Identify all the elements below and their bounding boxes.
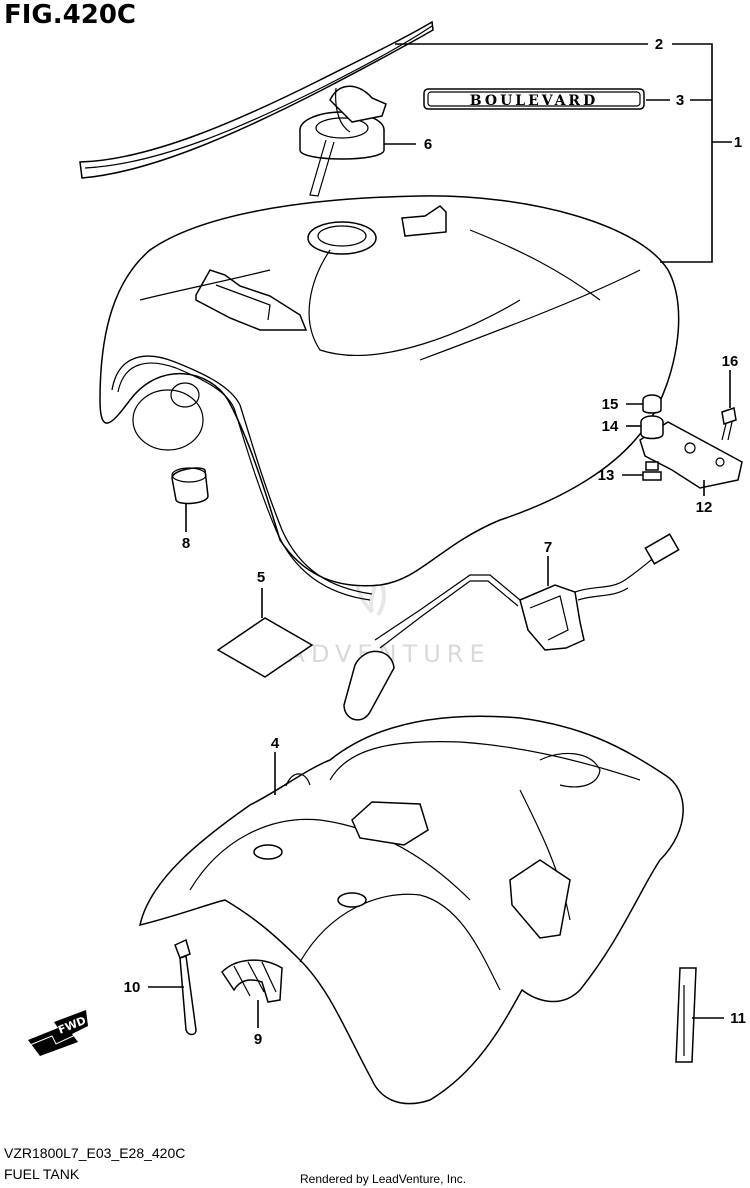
render-credit: Rendered by LeadVenture, Inc. — [300, 1172, 467, 1186]
callout-2: 2 — [655, 36, 663, 53]
callout-8: 8 — [182, 535, 190, 552]
fwd-direction-arrow: FWD — [28, 1010, 88, 1056]
tank-grommet — [171, 467, 209, 505]
callout-9: 9 — [254, 1031, 262, 1048]
callout-15: 15 — [602, 396, 619, 413]
emblem-text: BOULEVARD — [470, 93, 598, 109]
figure-code: VZR1800L7_E03_E28_420C — [4, 1145, 186, 1161]
callout-10: 10 — [124, 979, 141, 996]
figure-title: FIG.420C — [4, 0, 137, 30]
callout-3: 3 — [676, 92, 684, 109]
bolt-13 — [642, 461, 662, 481]
callout-6: 6 — [424, 136, 432, 153]
callout-14: 14 — [602, 418, 619, 435]
figure-name: FUEL TANK — [4, 1166, 80, 1182]
callout-7: 7 — [544, 539, 552, 556]
fuel-level-gauge — [343, 533, 680, 721]
callout-11: 11 — [730, 1010, 746, 1027]
warning-label — [216, 617, 314, 678]
watermark-logo — [355, 559, 386, 617]
callout-12: 12 — [696, 499, 713, 516]
fuel-cap — [299, 85, 387, 197]
cushion-14 — [640, 415, 664, 440]
callout-5: 5 — [257, 569, 265, 586]
leader-lines — [148, 43, 732, 1028]
tank-mount-bracket — [639, 421, 743, 489]
callout-1: 1 — [734, 134, 742, 151]
fuel-tank — [99, 195, 680, 601]
callout-4: 4 — [271, 735, 280, 752]
tank-cover — [139, 715, 684, 1105]
boulevard-emblem: BOULEVARD — [423, 88, 645, 110]
cable-tie — [174, 938, 197, 1036]
bolt-16 — [721, 407, 737, 441]
callout-13: 13 — [598, 467, 615, 484]
clamp-cushion — [221, 959, 283, 1003]
callout-16: 16 — [722, 353, 739, 370]
collar-15 — [642, 394, 662, 414]
tank-trim-strip — [79, 20, 434, 179]
hose-clamp — [675, 967, 697, 1063]
